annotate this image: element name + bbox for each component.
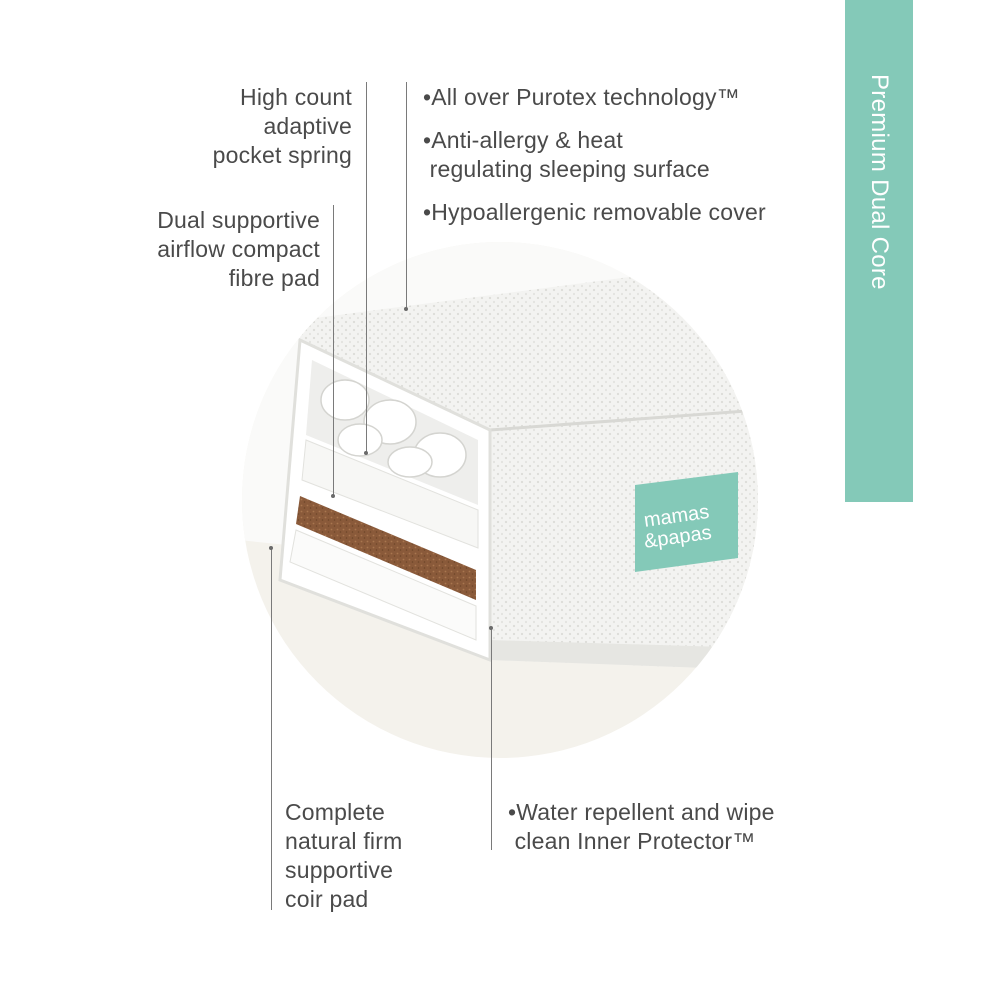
connector-line-high-count (366, 82, 367, 454)
mattress-top-surface (300, 260, 758, 430)
mattress-cutaway-illustration: mamas &papas (242, 242, 758, 758)
connector-line-purotex (406, 82, 407, 310)
bullet-anti-allergy: •Anti-allergy & heat regulating sleeping… (423, 127, 710, 182)
connector-dot-water (489, 626, 493, 630)
callout-dual-supportive-fibre-pad: Dual supportive airflow compact fibre pa… (157, 207, 320, 291)
callout-high-count-pocket-spring: High count adaptive pocket spring (212, 84, 352, 168)
callout-coir-pad: Complete natural firm supportive coir pa… (285, 799, 403, 912)
side-banner (845, 0, 913, 502)
connector-line-water (491, 628, 492, 850)
connector-dot-purotex (404, 307, 408, 311)
connector-dot-dual-supportive (331, 494, 335, 498)
connector-line-coir (271, 548, 272, 910)
bullet-hypoallergenic-cover: •Hypoallergenic removable cover (423, 199, 766, 225)
brand-tag: mamas &papas (635, 472, 738, 572)
connector-dot-high-count (364, 451, 368, 455)
connector-dot-coir (269, 546, 273, 550)
mattress-side-face (490, 410, 758, 670)
bullet-purotex-technology: •All over Purotex technology™ (423, 84, 740, 110)
fibre-pad-layer (301, 439, 479, 549)
bullet-water-repellent-protector: •Water repellent and wipe clean Inner Pr… (508, 799, 775, 854)
connector-line-dual-supportive (333, 205, 334, 497)
coir-pad-layer (296, 496, 476, 600)
